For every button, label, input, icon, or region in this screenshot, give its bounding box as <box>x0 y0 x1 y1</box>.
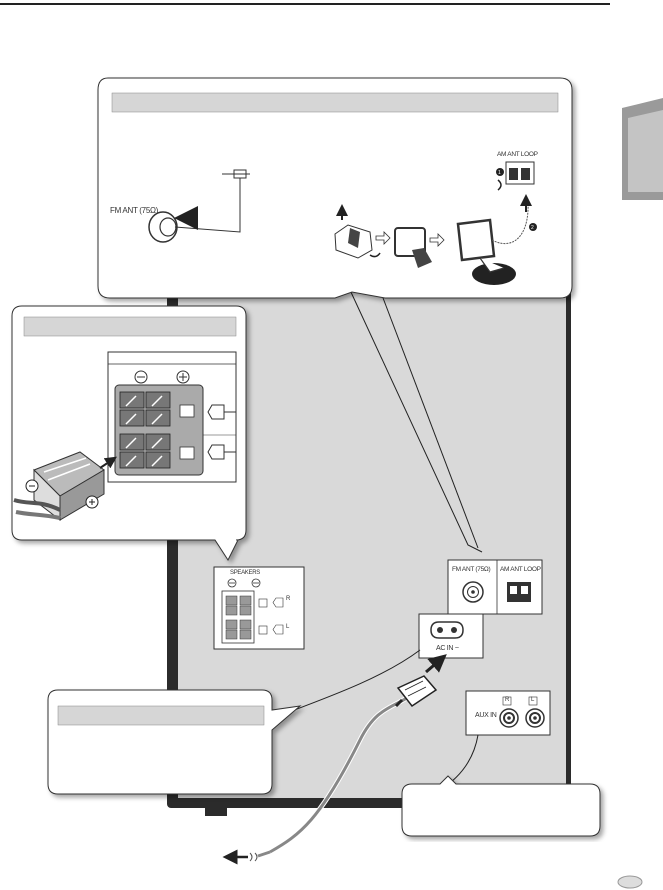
power-plug-icon <box>394 675 438 708</box>
antenna-callout-header <box>111 92 559 113</box>
arrow-right-icon <box>375 231 391 245</box>
power-callout-header <box>57 705 265 726</box>
aux-in-label: AUX IN <box>475 712 497 719</box>
power-callout <box>47 689 302 795</box>
ac-in-label: AC IN ~ <box>436 645 459 652</box>
panel-ac-inlet <box>418 613 484 659</box>
aux-left-label: L <box>531 697 535 703</box>
am-ant-loop-label: AM ANT LOOP <box>497 151 538 158</box>
fm-antenna-illustration <box>148 169 250 243</box>
page-corner-oval-icon <box>617 875 643 889</box>
speaker-callout-header <box>23 316 237 337</box>
panel-fm-ant-label: FM ANT (75Ω) <box>452 566 491 573</box>
speaker-plug-illustration <box>13 451 117 522</box>
panel-aux-in <box>465 690 551 736</box>
step-1: 1 <box>498 170 501 176</box>
speaker-left-label: L <box>286 624 290 630</box>
panel-speaker-terminal <box>213 566 305 650</box>
panel-antenna-terminals <box>447 559 543 615</box>
panel-am-ant-loop-label: AM ANT LOOP <box>500 566 541 573</box>
antenna-callout <box>97 77 573 299</box>
page-tab-marker-icon <box>622 98 663 200</box>
speakers-label: SPEAKERS <box>230 570 260 576</box>
speaker-right-label: R <box>286 596 291 602</box>
arrow-up-icon <box>425 654 447 674</box>
aux-right-label: R <box>505 697 510 703</box>
am-loop-antenna-illustration: 2 1 <box>334 161 537 285</box>
power-cord <box>249 675 438 862</box>
speaker-terminal-enlarged <box>107 351 237 483</box>
fm-ant-label: FM ANT (75Ω) <box>110 206 159 215</box>
aux-note-callout <box>401 775 601 837</box>
step-2: 2 <box>531 225 534 231</box>
